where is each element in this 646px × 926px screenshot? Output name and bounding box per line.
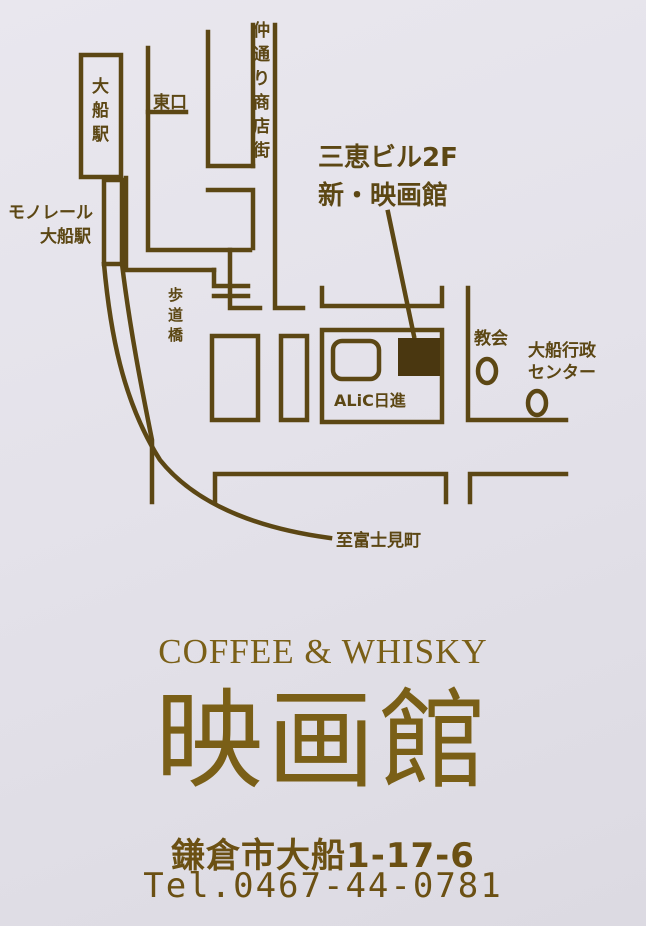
shop-tel: Tel.0467-44-0781 — [143, 866, 503, 906]
admin-center-label-1: 大船行政 — [528, 340, 597, 361]
lower-road-right — [467, 471, 569, 505]
shopstreet-char: 店 — [253, 116, 270, 137]
alic-label: ALiC日進 — [334, 391, 406, 410]
shopstreet-char: 商 — [253, 92, 270, 113]
block-top — [319, 285, 445, 309]
block-b — [278, 333, 310, 423]
church-label: 教会 — [473, 328, 508, 349]
shop-location-marker — [398, 338, 440, 376]
rail-line — [101, 261, 333, 541]
shopstreet-char: 街 — [252, 140, 270, 161]
block-a — [209, 333, 261, 423]
lower-road-left — [212, 471, 449, 505]
station-building — [78, 52, 124, 180]
admin-center-label-2: センター — [528, 363, 596, 383]
alic-inner — [330, 338, 382, 382]
alic-building — [319, 327, 445, 425]
rail-line-inner — [119, 261, 155, 505]
east-exit-label: 東口 — [153, 92, 187, 113]
shopping-street-west — [205, 187, 256, 251]
building-label-1: 三恵ビル2F — [318, 143, 458, 173]
shop-tagline: COFFEE & WHISKY — [158, 632, 488, 671]
station-label: 大 船 駅 — [91, 76, 110, 145]
right-road-vertical — [465, 285, 569, 423]
bridge-label: 歩道橋 — [168, 286, 184, 344]
road-station-east — [123, 175, 217, 273]
direction-label: 至富士見町 — [336, 530, 421, 551]
svg-text:大: 大 — [92, 76, 109, 97]
monorail-label-1: モノレール — [8, 203, 93, 223]
bridge-char: 歩 — [168, 286, 183, 304]
building-label-2: 新・映画館 — [318, 180, 448, 211]
shopstreet-char: 仲 — [253, 20, 270, 41]
bridge-char: 橋 — [168, 326, 184, 344]
admin-center-marker — [525, 388, 549, 418]
svg-text:駅: 駅 — [91, 125, 110, 145]
shop-name: 映画館 — [154, 679, 491, 804]
monorail-station — [101, 177, 125, 267]
shop-address: 鎌倉市大船1-17-6 — [171, 836, 475, 876]
street-west-upper — [205, 29, 256, 169]
shopstreet-char: り — [253, 69, 270, 89]
shop-pointer-line — [385, 209, 417, 339]
shopping-street-east — [272, 22, 306, 311]
road-east-exit — [145, 109, 263, 311]
pedestrian-bridge — [211, 247, 253, 299]
church-marker — [475, 356, 499, 386]
east-exit-road — [145, 45, 189, 115]
shopstreet-char: 通 — [253, 45, 270, 65]
bridge-char: 道 — [168, 306, 183, 324]
svg-text:船: 船 — [92, 100, 109, 121]
monorail-label-2: 大船駅 — [40, 226, 92, 247]
